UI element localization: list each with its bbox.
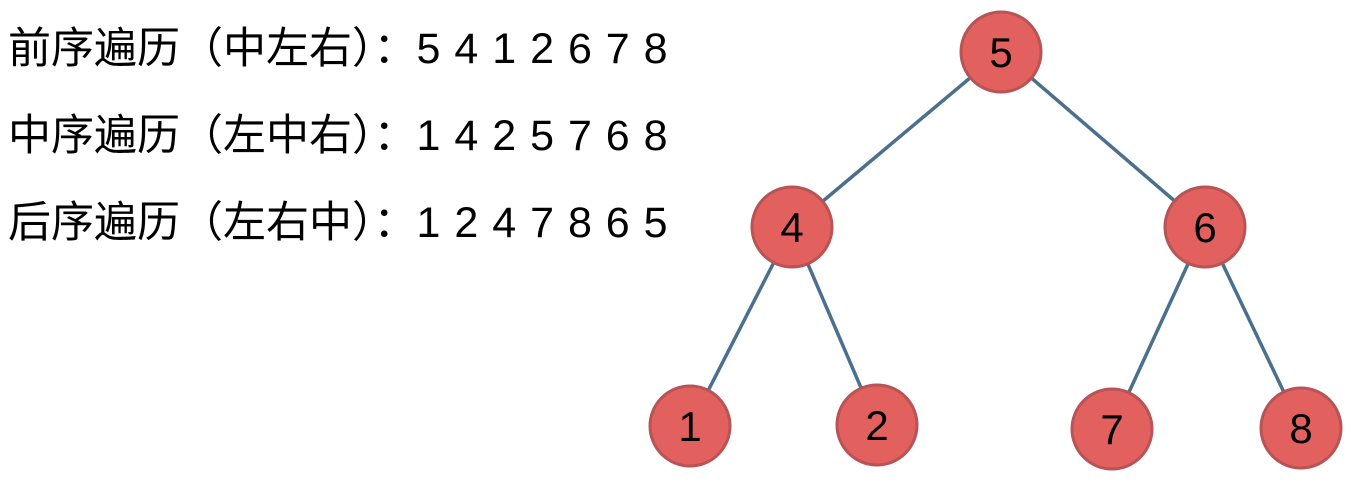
tree-node-label-6: 6 [1193, 204, 1216, 251]
tree-node-1: 1 [648, 384, 732, 468]
tree-node-circle-7 [1070, 387, 1154, 471]
tree-node-circle-4 [750, 185, 834, 269]
inorder-sequence: 1 4 2 5 7 6 8 [416, 112, 669, 160]
tree-node-label-8: 8 [1289, 405, 1312, 452]
tree-node-2: 2 [835, 383, 919, 467]
tree-node-circle-1 [648, 384, 732, 468]
postorder-label: 后序遍历（左右中）： [8, 199, 417, 247]
tree-edge-5-4 [790, 50, 1003, 229]
postorder-sequence: 1 2 4 7 8 6 5 [416, 199, 669, 247]
tree-node-circle-2 [835, 383, 919, 467]
postorder-traversal-line: 后序遍历（左右中）：1 2 4 7 8 6 5 [8, 180, 669, 267]
tree-node-circle-5 [959, 10, 1043, 94]
preorder-sequence: 5 4 1 2 6 7 8 [416, 25, 669, 73]
tree-node-label-1: 1 [678, 403, 701, 450]
traversal-block: 前序遍历（中左右）：5 4 1 2 6 7 8 中序遍历（左中右）：1 4 2 … [8, 6, 669, 267]
tree-node-label-2: 2 [865, 402, 888, 449]
tree-node-5: 5 [959, 10, 1043, 94]
tree-node-4: 4 [750, 185, 834, 269]
tree-edge-5-6 [999, 50, 1207, 229]
tree-node-circle-6 [1163, 185, 1247, 269]
tree-node-circle-8 [1259, 386, 1343, 470]
tree-node-label-7: 7 [1100, 406, 1123, 453]
tree-node-7: 7 [1070, 387, 1154, 471]
tree-node-6: 6 [1163, 185, 1247, 269]
preorder-label: 前序遍历（中左右）： [8, 25, 417, 73]
tree-node-label-5: 5 [989, 29, 1012, 76]
tree-node-label-4: 4 [780, 204, 803, 251]
inorder-label: 中序遍历（左中右）： [8, 112, 417, 160]
inorder-traversal-line: 中序遍历（左中右）：1 4 2 5 7 6 8 [8, 93, 669, 180]
tree-node-8: 8 [1259, 386, 1343, 470]
preorder-traversal-line: 前序遍历（中左右）：5 4 1 2 6 7 8 [8, 6, 669, 93]
